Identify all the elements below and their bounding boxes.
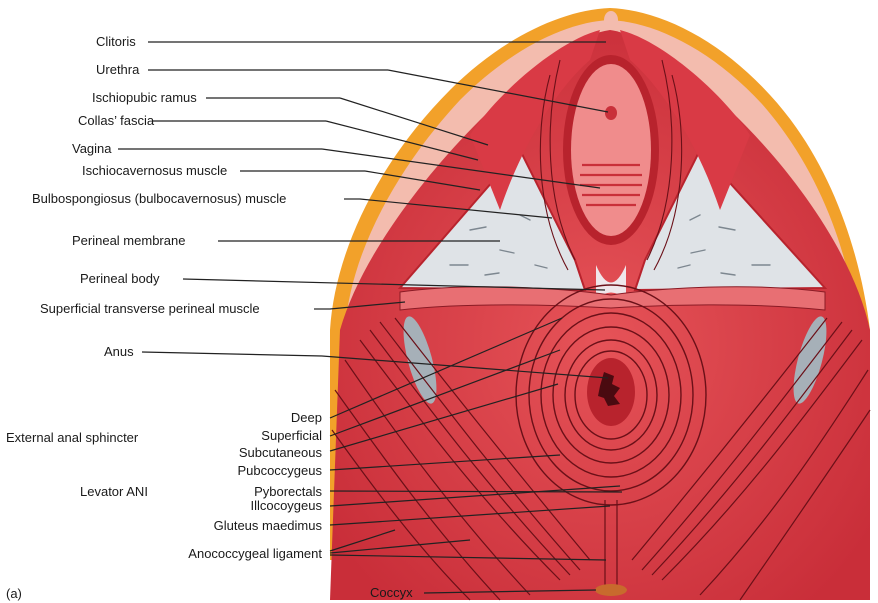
label-external-anal-sphincter: External anal sphincter (6, 430, 138, 445)
urethral-meatus (605, 106, 617, 120)
label-ischiocavernosus: Ischiocavernosus muscle (82, 163, 227, 178)
panel-label: (a) (6, 586, 22, 601)
label-ischiopubic-ramus: Ischiopubic ramus (92, 90, 197, 105)
label-collas-fascia: Collas’ fascia (78, 113, 154, 128)
label-perineal-membrane: Perineal membrane (72, 233, 185, 248)
label-anococcygeal: Anococcygeal ligament (188, 546, 322, 561)
label-perineal-body: Perineal body (80, 271, 160, 286)
label-superficial-transverse: Superficial transverse perineal muscle (40, 301, 260, 316)
label-illcocoygeus: Illcocoygeus (250, 498, 322, 513)
label-pyborectals: Pyborectals (254, 484, 322, 499)
label-urethra: Urethra (96, 62, 139, 77)
label-coccyx: Coccyx (370, 585, 413, 600)
label-subcutaneous: Subcutaneous (239, 445, 322, 460)
label-clitoris: Clitoris (96, 34, 136, 49)
label-pubococcygeus: Pubcoccygeus (237, 463, 322, 478)
coccyx-tip (595, 584, 627, 596)
clitoris-glans (604, 11, 618, 29)
vestibule (571, 64, 651, 236)
label-levator-ani: Levator ANI (80, 484, 148, 499)
label-vagina: Vagina (72, 141, 112, 156)
label-anus: Anus (104, 344, 134, 359)
label-deep: Deep (291, 410, 322, 425)
label-bulbospongiosus: Bulbospongiosus (bulbocavernosus) muscle (32, 191, 286, 206)
label-superficial: Superficial (261, 428, 322, 443)
label-gluteus: Gluteus maedimus (214, 518, 322, 533)
